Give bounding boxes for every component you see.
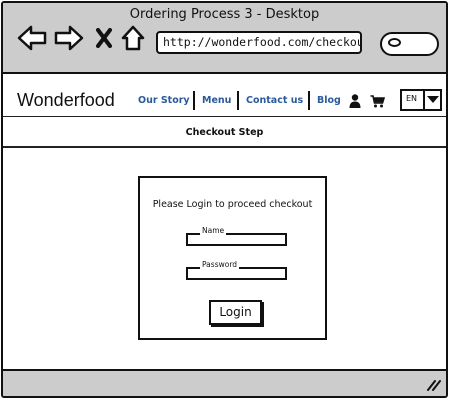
site-header: Wonderfood Our Story Menu Contact us Blo… xyxy=(3,75,446,117)
browser-status-bar xyxy=(3,369,446,396)
window-title: Ordering Process 3 - Desktop xyxy=(129,7,320,22)
login-panel: Please Login to proceed checkout Name Pa… xyxy=(138,176,327,340)
resize-grip-icon[interactable] xyxy=(427,379,441,391)
close-x-icon[interactable] xyxy=(95,28,113,48)
nav-link-our-story[interactable]: Our Story xyxy=(138,95,190,106)
user-icon[interactable] xyxy=(349,94,361,108)
search-icon xyxy=(388,38,401,47)
name-field[interactable]: Name xyxy=(186,226,287,246)
password-field[interactable]: Password xyxy=(186,260,287,280)
nav-separator xyxy=(237,91,239,110)
url-bar[interactable]: http://wonderfood.com/checkout xyxy=(156,31,362,54)
password-field-label: Password xyxy=(200,260,240,270)
cart-icon[interactable] xyxy=(370,95,385,108)
nav-link-contact-us[interactable]: Contact us xyxy=(246,95,304,106)
checkout-step-bar: Checkout Step xyxy=(3,118,446,148)
login-prompt: Please Login to proceed checkout xyxy=(152,199,313,210)
back-arrow-icon[interactable] xyxy=(17,25,47,51)
language-value: EN xyxy=(406,94,418,103)
browser-chrome: Ordering Process 3 - Desktop http://wond… xyxy=(3,3,446,74)
name-field-label: Name xyxy=(200,226,227,236)
language-select[interactable]: EN xyxy=(400,89,442,111)
site-logo[interactable]: Wonderfood xyxy=(17,90,115,110)
nav-separator xyxy=(193,91,195,110)
forward-arrow-icon[interactable] xyxy=(54,25,84,51)
home-icon[interactable] xyxy=(121,25,145,51)
chevron-down-icon xyxy=(427,96,439,103)
nav-separator xyxy=(308,91,310,110)
nav-link-blog[interactable]: Blog xyxy=(317,95,341,106)
browser-search-field[interactable] xyxy=(380,32,439,56)
nav-link-menu[interactable]: Menu xyxy=(202,95,232,106)
step-title: Checkout Step xyxy=(185,127,264,138)
language-dropdown-button[interactable] xyxy=(423,91,440,109)
login-button[interactable]: Login xyxy=(209,300,262,325)
